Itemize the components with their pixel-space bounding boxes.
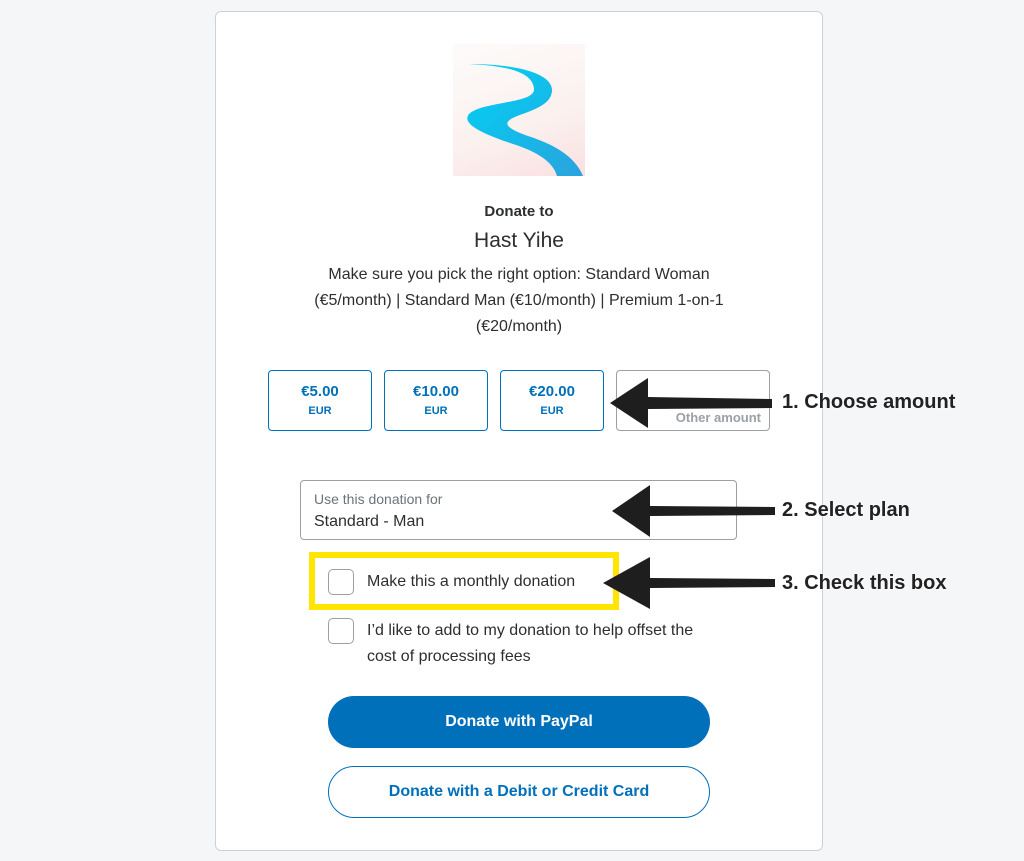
- annotation-select-plan: 2. Select plan: [782, 499, 910, 521]
- amount-value: €10.00: [413, 383, 459, 400]
- other-amount-input[interactable]: Other amount: [616, 370, 770, 431]
- amount-currency: EUR: [540, 405, 564, 417]
- processing-fees-checkbox[interactable]: [328, 618, 354, 644]
- select-label: Use this donation for: [314, 491, 443, 507]
- amount-currency: EUR: [308, 405, 332, 417]
- donation-purpose-select[interactable]: Use this donation for Standard - Man: [300, 480, 737, 540]
- select-value: Standard - Man: [314, 513, 425, 530]
- other-amount-placeholder: Other amount: [675, 410, 761, 425]
- river-logo-icon: [467, 64, 583, 176]
- amount-currency: EUR: [424, 405, 448, 417]
- donate-card-button[interactable]: Donate with a Debit or Credit Card: [328, 766, 710, 818]
- monthly-donation-checkbox[interactable]: [328, 569, 354, 595]
- recipient-name: Hast Yihe: [474, 229, 564, 252]
- processing-fees-label: I’d like to add to my donation to help o…: [367, 622, 694, 665]
- donate-to-label: Donate to: [484, 203, 554, 220]
- donation-description: Make sure you pick the right option: Sta…: [314, 266, 724, 335]
- annotation-choose-amount: 1. Choose amount: [782, 391, 956, 413]
- amount-value: €5.00: [301, 383, 339, 400]
- highlight-box: [309, 552, 619, 610]
- organization-logo: [453, 44, 585, 176]
- monthly-donation-label: Make this a monthly donation: [367, 573, 576, 590]
- amount-value: €20.00: [529, 383, 575, 400]
- annotation-check-box: 3. Check this box: [782, 572, 947, 594]
- donate-paypal-button[interactable]: Donate with PayPal: [328, 696, 710, 748]
